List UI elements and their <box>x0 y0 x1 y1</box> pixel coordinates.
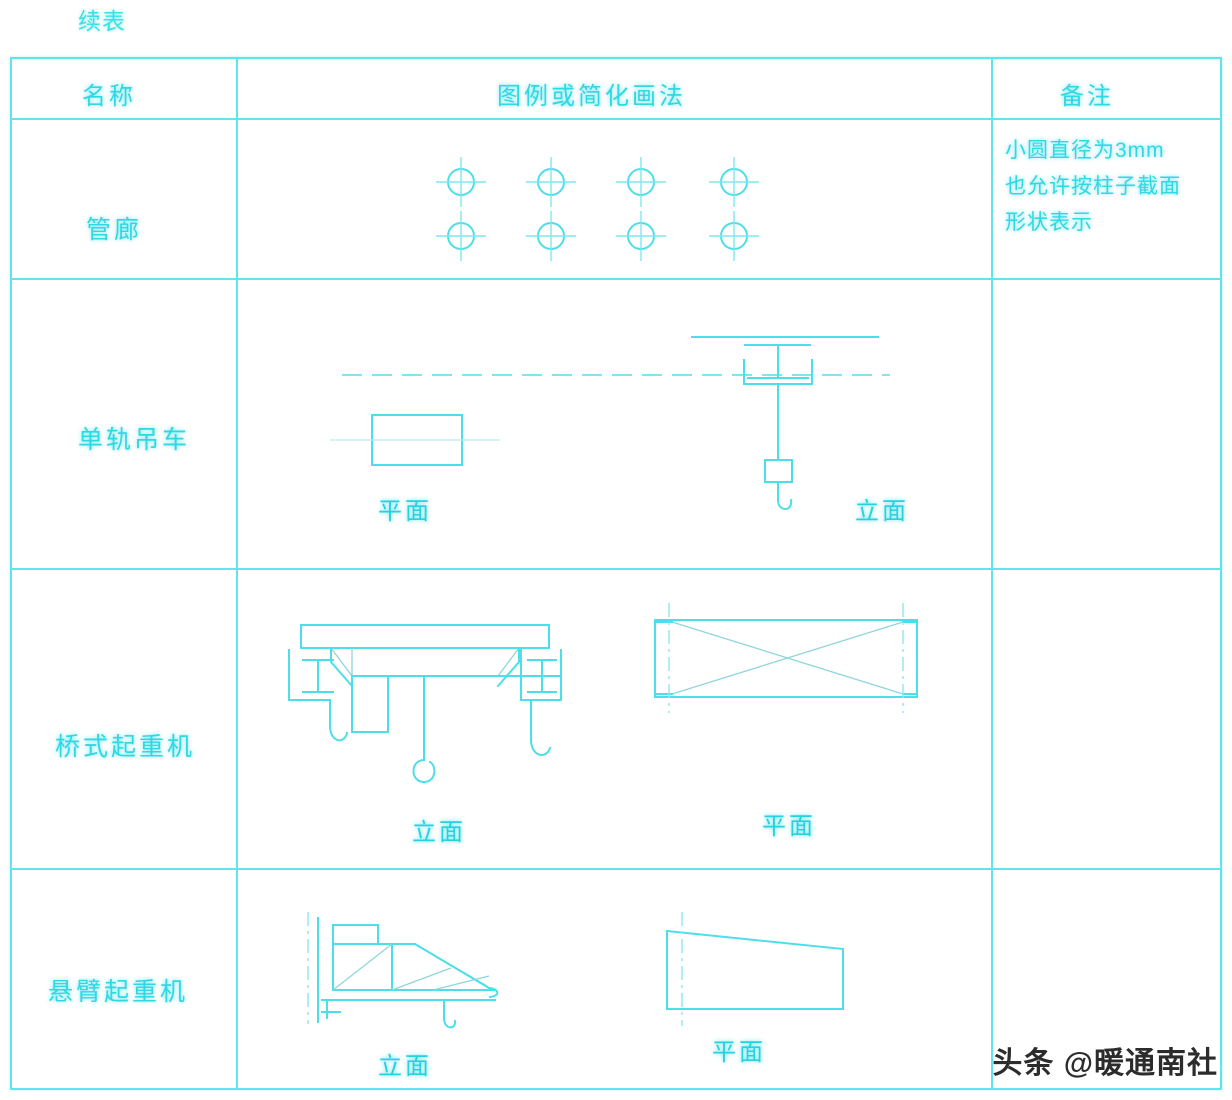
page-title: 续表 <box>78 8 126 34</box>
remark-pipe-rack: 小圆直径为3mm 也允许按柱子截面 形状表示 <box>1005 133 1210 241</box>
view-caption-monorail-plan: 平面 <box>378 498 432 525</box>
remark-line-1: 小圆直径为3mm <box>1005 139 1165 162</box>
row-name-pipe-rack: 管廊 <box>86 216 143 244</box>
row-name-jib-crane: 悬臂起重机 <box>48 978 189 1006</box>
remark-line-2: 也允许按柱子截面 <box>1005 175 1181 198</box>
column-header-remark: 备注 <box>1060 83 1114 110</box>
table-row-separator-3 <box>12 868 1220 870</box>
view-caption-jib-plan: 平面 <box>712 1039 766 1066</box>
watermark: 头条 @暖通南社 <box>992 1047 1218 1080</box>
table-row-separator-1 <box>12 278 1220 280</box>
remark-line-3: 形状表示 <box>1005 211 1093 234</box>
view-caption-jib-elevation: 立面 <box>378 1053 432 1080</box>
column-header-name: 名称 <box>82 83 136 110</box>
row-name-monorail-hoist: 单轨吊车 <box>78 426 191 454</box>
table-column-divider-remark <box>991 59 993 1088</box>
legend-table <box>10 57 1222 1090</box>
table-row-separator-2 <box>12 568 1220 570</box>
column-header-symbol: 图例或简化画法 <box>497 83 686 110</box>
view-caption-crane-plan: 平面 <box>762 813 816 840</box>
row-name-overhead-crane: 桥式起重机 <box>55 733 196 761</box>
view-caption-monorail-elevation: 立面 <box>855 498 909 525</box>
table-row-separator-header <box>12 118 1220 120</box>
table-column-divider-name <box>236 59 238 1088</box>
view-caption-crane-elevation: 立面 <box>412 819 466 846</box>
